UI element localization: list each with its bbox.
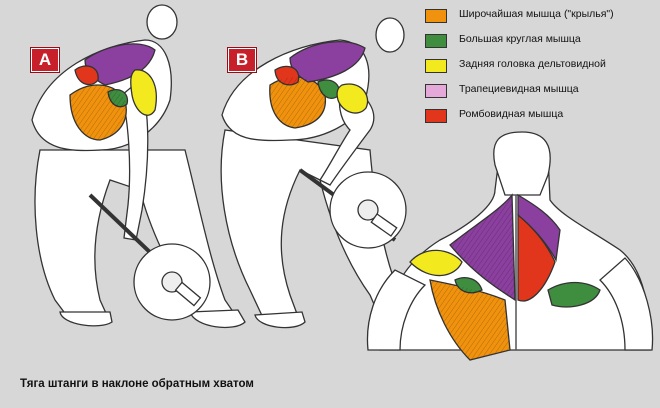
back-rear-deltoid bbox=[409, 249, 463, 277]
legend-label-teres-major: Большая круглая мышца bbox=[459, 33, 581, 45]
pose-a-badge: A bbox=[31, 48, 59, 72]
figure-b-left-foot bbox=[254, 311, 306, 329]
exercise-caption: Тяга штанги в наклоне обратным хватом bbox=[20, 378, 254, 390]
legend-swatch-latissimus bbox=[425, 9, 447, 23]
figure-a-rear-deltoid bbox=[130, 69, 157, 116]
legend-label-rhomboid: Ромбовидная мышца bbox=[459, 108, 564, 120]
figure-b-bar-end bbox=[370, 213, 398, 237]
legend-label-latissimus: Широчайшая мышца ("крылья") bbox=[459, 8, 614, 20]
figure-a-right-foot bbox=[189, 309, 246, 329]
back-trapezius-right bbox=[517, 193, 561, 263]
pose-b-badge: B bbox=[228, 48, 256, 72]
back-right-arm bbox=[599, 257, 654, 351]
figure-b-rear-deltoid bbox=[336, 83, 369, 114]
legend-swatch-trapezius bbox=[425, 84, 447, 98]
legend-label-trapezius: Трапециевидная мышца bbox=[459, 83, 579, 95]
figure-a bbox=[31, 4, 246, 329]
legend-trapezius: Трапециевидная мышца bbox=[425, 83, 655, 108]
figure-a-left-foot bbox=[59, 311, 113, 327]
figure-a-bar-end bbox=[174, 281, 202, 307]
back-head bbox=[493, 131, 551, 196]
legend-teres-major: Большая круглая мышца bbox=[425, 33, 655, 58]
legend-rhomboid: Ромбовидная мышца bbox=[425, 108, 655, 133]
figure-b-head bbox=[375, 17, 405, 53]
legend-latissimus: Широчайшая мышца ("крылья") bbox=[425, 8, 655, 33]
legend-swatch-rear-deltoid bbox=[425, 59, 447, 73]
figure-b-plate-inner bbox=[357, 199, 379, 221]
legend-swatch-teres-major bbox=[425, 34, 447, 48]
legend-swatch-rhomboid bbox=[425, 109, 447, 123]
legend-label-rear-deltoid: Задняя головка дельтовидной bbox=[459, 58, 606, 70]
figure-a-head bbox=[146, 4, 178, 40]
figure-a-rhomboid bbox=[74, 65, 99, 86]
back-teres-major-right bbox=[547, 281, 601, 308]
back-left-arm bbox=[366, 269, 427, 351]
muscle-fibre-hatch bbox=[70, 77, 515, 360]
figure-a-arm bbox=[121, 78, 149, 241]
legend-rear-deltoid: Задняя головка дельтовидной bbox=[425, 58, 655, 83]
muscle-legend: Широчайшая мышца ("крылья") Большая круг… bbox=[425, 8, 655, 133]
